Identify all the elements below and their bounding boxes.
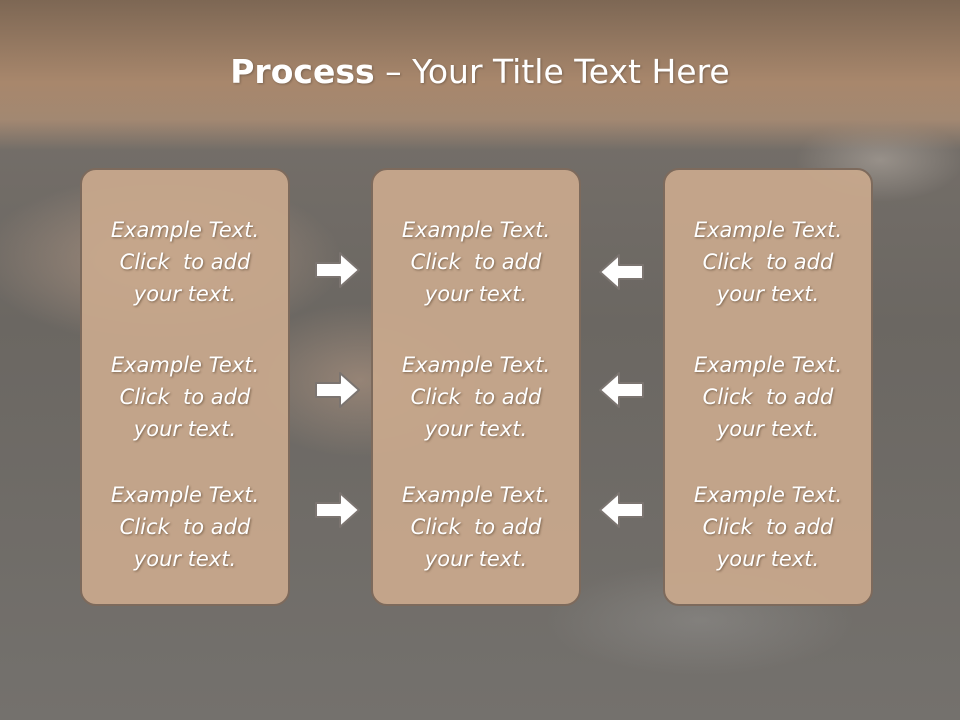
text-block[interactable]: Example Text. Click to add your text. bbox=[82, 349, 288, 445]
text-line: Example Text. bbox=[693, 483, 843, 507]
text-block[interactable]: Example Text. Click to add your text. bbox=[665, 214, 871, 310]
text-block[interactable]: Example Text. Click to add your text. bbox=[665, 349, 871, 445]
text-line: Example Text. bbox=[401, 218, 551, 242]
text-block[interactable]: Example Text. Click to add your text. bbox=[82, 479, 288, 575]
text-line: Click to add bbox=[119, 250, 251, 274]
text-block[interactable]: Example Text. Click to add your text. bbox=[373, 214, 579, 310]
text-line: your text. bbox=[133, 547, 237, 571]
title-strong: Process bbox=[230, 52, 375, 91]
arrow-left-icon bbox=[599, 254, 644, 290]
text-line: Example Text. bbox=[693, 353, 843, 377]
text-line: your text. bbox=[716, 282, 820, 306]
text-block[interactable]: Example Text. Click to add your text. bbox=[373, 479, 579, 575]
text-line: Click to add bbox=[702, 385, 834, 409]
process-box-center[interactable]: Example Text. Click to add your text. Ex… bbox=[371, 168, 581, 606]
text-line: Click to add bbox=[410, 250, 542, 274]
text-block[interactable]: Example Text. Click to add your text. bbox=[82, 214, 288, 310]
text-line: your text. bbox=[133, 282, 237, 306]
arrow-left-icon bbox=[599, 492, 644, 528]
text-line: Click to add bbox=[119, 385, 251, 409]
arrow-right-icon bbox=[315, 252, 360, 288]
text-line: your text. bbox=[424, 282, 528, 306]
text-line: your text. bbox=[716, 417, 820, 441]
text-line: Example Text. bbox=[693, 218, 843, 242]
arrow-right-icon bbox=[315, 492, 360, 528]
text-line: Click to add bbox=[410, 385, 542, 409]
text-line: Click to add bbox=[702, 515, 834, 539]
slide-title[interactable]: Process – Your Title Text Here bbox=[0, 52, 960, 91]
text-block[interactable]: Example Text. Click to add your text. bbox=[373, 349, 579, 445]
text-line: Example Text. bbox=[110, 218, 260, 242]
text-line: your text. bbox=[424, 417, 528, 441]
process-box-right[interactable]: Example Text. Click to add your text. Ex… bbox=[663, 168, 873, 606]
text-line: Example Text. bbox=[401, 353, 551, 377]
text-line: Click to add bbox=[410, 515, 542, 539]
arrow-left-icon bbox=[599, 372, 644, 408]
process-box-left[interactable]: Example Text. Click to add your text. Ex… bbox=[80, 168, 290, 606]
text-line: Example Text. bbox=[110, 483, 260, 507]
text-line: your text. bbox=[133, 417, 237, 441]
text-line: Example Text. bbox=[401, 483, 551, 507]
title-banner bbox=[0, 0, 960, 150]
text-line: your text. bbox=[424, 547, 528, 571]
text-line: your text. bbox=[716, 547, 820, 571]
text-line: Click to add bbox=[702, 250, 834, 274]
title-rest: – Your Title Text Here bbox=[374, 52, 730, 91]
text-line: Click to add bbox=[119, 515, 251, 539]
text-line: Example Text. bbox=[110, 353, 260, 377]
text-block[interactable]: Example Text. Click to add your text. bbox=[665, 479, 871, 575]
arrow-right-icon bbox=[315, 372, 360, 408]
